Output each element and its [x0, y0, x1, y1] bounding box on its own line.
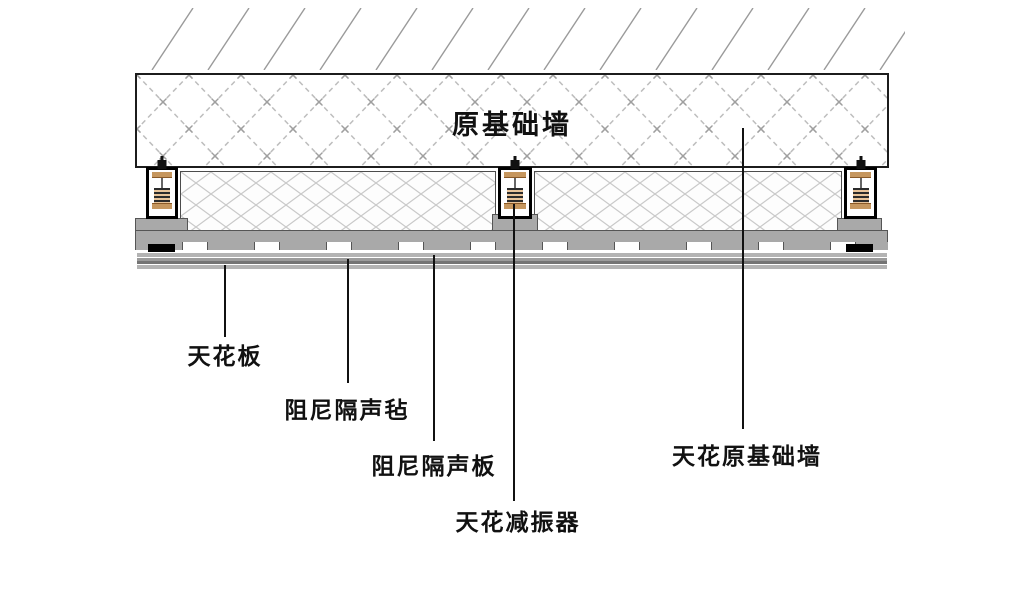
isolator-spring-icon [852, 188, 869, 203]
isolator-bolt-icon [157, 160, 167, 169]
callout-line-ceiling-base-wall [742, 128, 744, 429]
callout-label-ceiling-isolator: 天花减振器 [455, 510, 581, 535]
isolator-pin [160, 156, 164, 161]
furring-channel-teeth [135, 242, 888, 250]
insulation-panel-left [180, 171, 496, 232]
vibration-isolator-middle [498, 156, 532, 219]
isolator-pin [859, 156, 862, 161]
callout-label-ceiling-board: 天花板 [187, 344, 263, 369]
isolator-spring-icon [507, 188, 523, 203]
callout-label-damping-felt: 阻尼隔声毡 [284, 398, 410, 423]
isolator-pin [513, 156, 517, 161]
callout-label-ceiling-base-wall: 天花原基础墙 [672, 444, 822, 469]
callout-line-damping-board [433, 255, 435, 441]
vibration-isolator-left [146, 156, 178, 219]
insulation-panel-right [534, 171, 842, 232]
isolator-top-pad [504, 172, 526, 178]
damping-board-layer [137, 253, 887, 257]
vibration-isolator-right [844, 156, 877, 219]
base-wall: 原基础墙 [135, 73, 889, 168]
structure-hatch-pattern [143, 8, 905, 70]
ceiling-board-layer [137, 265, 887, 269]
isolator-base-pad-right [846, 244, 873, 252]
isolator-bottom-pad [850, 203, 871, 209]
isolator-bolt-icon [510, 160, 520, 169]
callout-line-damping-felt [347, 259, 349, 383]
isolator-top-pad [850, 172, 871, 178]
felt-layer-top [137, 258, 887, 261]
furring-channel [135, 230, 888, 242]
insulation-lattice-pattern [535, 172, 841, 231]
wall-title-label: 原基础墙 [452, 110, 572, 140]
callout-line-ceiling-board [224, 265, 226, 337]
wall-crosshatch-pattern [137, 75, 887, 166]
insulation-lattice-pattern [181, 172, 495, 231]
isolator-hanger-wire [859, 178, 862, 188]
isolator-hanger-wire [514, 178, 516, 188]
damping-felt-layer [137, 261, 887, 264]
isolator-spring-icon [154, 188, 170, 203]
callout-line-ceiling-isolator [513, 204, 515, 501]
isolator-bottom-pad [504, 203, 526, 209]
isolator-hanger-wire [161, 178, 163, 188]
callout-label-damping-board: 阻尼隔声板 [371, 454, 497, 479]
isolator-base-pad-left [148, 244, 175, 252]
isolator-top-pad [152, 172, 172, 178]
isolator-bolt-icon [856, 160, 865, 169]
isolator-bottom-pad [152, 203, 172, 209]
